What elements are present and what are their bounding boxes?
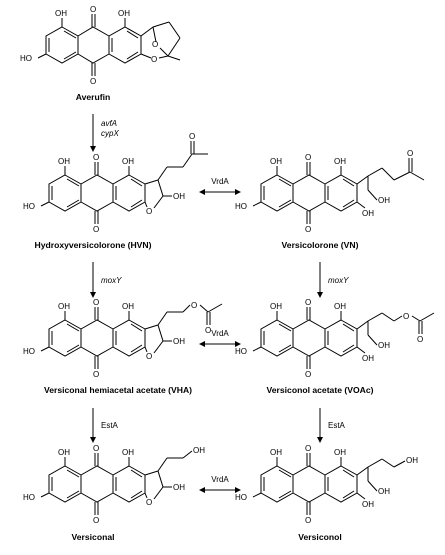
vha-o-top: O [93,298,99,307]
versiconol-label: Versiconol [298,532,341,542]
versiconol-oh-1: OH [270,448,282,457]
vn-o-bottom: O [305,225,311,234]
vn-oh-3: OH [362,209,374,218]
versiconol-oh-4: OH [378,487,390,496]
versiconal-oh-2: OH [122,448,134,457]
voac-oh-2: OH [334,302,346,311]
voac-o-ester: O [403,312,409,321]
averufin-oh-2: OH [118,9,130,18]
vn-o-top: O [305,153,311,162]
hvn-o-top: O [93,153,99,162]
versiconol-oh-3: OH [362,500,374,509]
averufin-oh-1: OH [55,9,67,18]
voac-oh-4: OH [378,341,390,350]
averufin-o-bottom: O [90,77,96,86]
hvn-structure: OH OH HO O O O OH O [23,132,208,234]
vn-ho: HO [235,202,247,211]
vha-o-bottom: O [93,370,99,379]
enzyme-vrda-1: VrdA [211,177,229,186]
averufin-o-bridge: O [152,40,158,49]
voac-ho: HO [235,347,247,356]
voac-structure: OH OH HO O O OH OH O O [235,298,435,379]
versiconol-oh-2: OH [334,448,346,457]
versiconal-o-ring: O [146,498,152,507]
vn-oh-4: OH [378,196,390,205]
voac-label: Versiconol acetate (VOAc) [267,385,374,395]
vn-oh-1: OH [270,157,282,166]
averufin-o-top: O [90,5,96,14]
gene-moxy-2: moxY [328,276,349,285]
enzyme-esta-2: EstA [328,421,346,430]
vha-o-ester: O [191,301,197,310]
vha-oh-1: OH [58,302,70,311]
versiconal-oh-1: OH [58,448,70,457]
hvn-o-ring: O [146,207,152,216]
vha-o-ring: O [146,352,152,361]
versiconol-o-bottom: O [305,516,311,525]
vha-label: Versiconal hemiacetal acetate (VHA) [44,385,192,395]
averufin-ho: HO [20,54,32,63]
voac-oh-3: OH [362,354,374,363]
averufin-label: Averufin [76,92,111,102]
versiconol-o-top: O [305,444,311,453]
hvn-oh-3: OH [173,192,185,201]
hvn-label: Hydroxyversicolorone (HVN) [34,240,151,250]
versiconal-oh-4: OH [193,446,205,455]
enzyme-esta-1: EstA [101,421,119,430]
averufin-structure: OH OH HO O O O O [20,5,181,86]
versiconal-ho: HO [23,493,35,502]
enzyme-vrda-3: VrdA [211,475,229,484]
enzyme-vrda-2: VrdA [211,329,229,338]
versiconal-label: Versiconal [72,532,115,542]
voac-o-carbonyl: O [417,335,423,344]
versiconol-ho: HO [235,493,247,502]
hvn-oh-1: OH [58,157,70,166]
vn-label: Versicolorone (VN) [282,240,359,250]
vha-o-carbonyl: O [205,326,211,335]
versiconol-structure: OH OH HO O O OH OH OH [235,444,418,525]
voac-o-top: O [305,298,311,307]
versiconal-o-top: O [93,444,99,453]
averufin-o-ring: O [151,55,157,64]
gene-cypx: cypX [101,129,119,138]
versiconal-oh-3: OH [173,483,185,492]
versiconal-structure: OH OH HO O O O OH OH [23,444,205,525]
hvn-o-bottom: O [93,225,99,234]
versiconol-oh-5: OH [406,456,418,465]
gene-moxy-1: moxY [101,276,122,285]
vn-structure: OH OH HO O O OH OH O [235,149,425,234]
gene-avfa: avfA [101,119,117,128]
vha-structure: OH OH HO O O O OH O O [23,298,223,379]
voac-oh-1: OH [270,302,282,311]
vha-oh-2: OH [122,302,134,311]
voac-o-bottom: O [305,370,311,379]
vha-oh-3: OH [173,337,185,346]
vn-o-ketone: O [407,149,413,158]
versiconal-o-bottom: O [93,516,99,525]
hvn-ho: HO [23,202,35,211]
vha-ho: HO [23,347,35,356]
vn-oh-2: OH [334,157,346,166]
hvn-o-ketone: O [189,132,195,141]
hvn-oh-2: OH [122,157,134,166]
